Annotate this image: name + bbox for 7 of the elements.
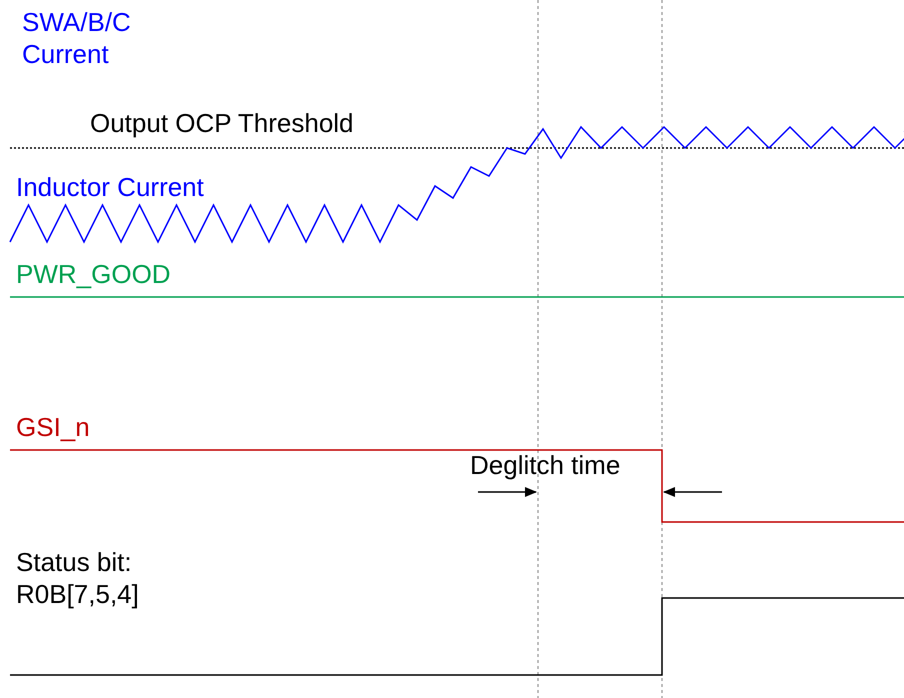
signal-name: GSI_n [16,411,90,443]
dimension-label: Deglitch time [470,449,620,481]
threshold-label: Output OCP Threshold [90,107,354,139]
signal-name: Status bit: R0B[7,5,4] [16,546,140,610]
signal-name: Inductor Current [16,171,204,203]
signal-name: SWA/B/C Current [22,6,132,70]
signal-name: PWR_GOOD [16,258,171,290]
